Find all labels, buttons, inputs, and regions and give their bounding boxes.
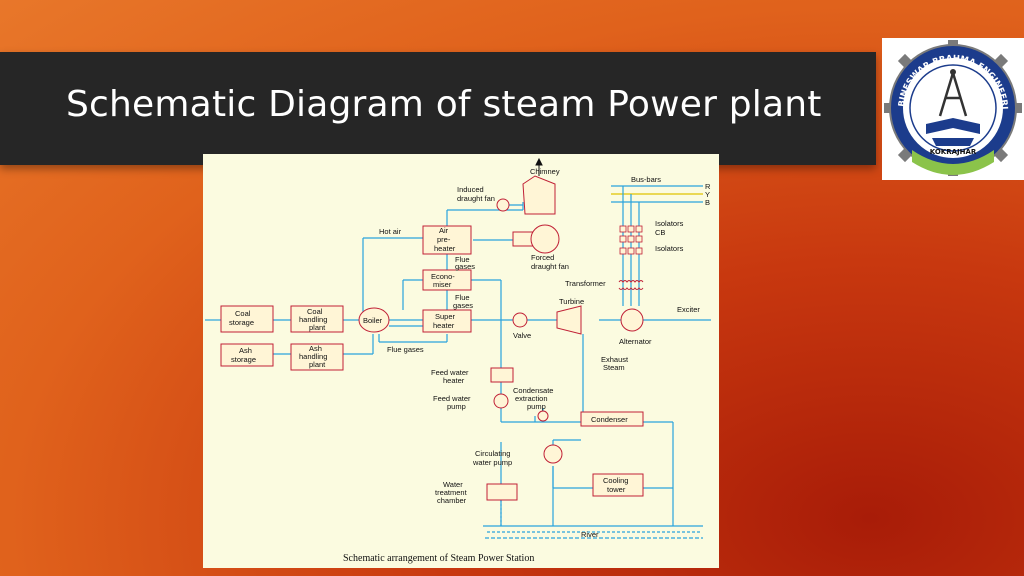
- boiler-shape: [358, 307, 390, 333]
- label-flue-2b: gases: [453, 301, 473, 310]
- label-air-1: Air: [439, 226, 449, 235]
- label-wt-1: Water: [443, 480, 463, 489]
- label-forced-1: Forced: [531, 253, 554, 262]
- label-econ-1: Econo-: [431, 272, 455, 281]
- label-cooling-2: tower: [607, 485, 626, 494]
- label-flue-1b: gases: [455, 262, 475, 271]
- label-coal-storage-2: storage: [229, 318, 254, 327]
- slide-title: Schematic Diagram of steam Power plant: [66, 84, 822, 125]
- label-b: B: [705, 198, 710, 207]
- label-econ-2: miser: [433, 280, 452, 289]
- label-exhaust-2: Steam: [603, 363, 625, 372]
- turbine-shape: [556, 305, 582, 335]
- label-wt-3: chamber: [437, 496, 467, 505]
- condensate-pump-shape: [537, 410, 549, 422]
- label-exciter: Exciter: [677, 305, 700, 314]
- label-coal-storage-1: Coal: [235, 309, 251, 318]
- condenser-box: [580, 411, 644, 427]
- label-condenser: Condenser: [591, 415, 628, 424]
- induced-fan-shape: [496, 198, 510, 212]
- label-fw-pump-1: Feed water: [433, 394, 471, 403]
- label-fw-pump-2: pump: [447, 402, 466, 411]
- label-induced-1: Induced: [457, 185, 484, 194]
- label-air-3: heater: [434, 244, 456, 253]
- label-isolators-cb-2: CB: [655, 228, 665, 237]
- label-flue-2a: Flue: [455, 293, 470, 302]
- label-ash-storage-2: storage: [231, 355, 256, 364]
- alternator-shape: [620, 308, 644, 332]
- ash-handling-box: [290, 343, 344, 371]
- diagram-caption: Schematic arrangement of Steam Power Sta…: [343, 553, 534, 564]
- label-isolators: Isolators: [655, 244, 684, 253]
- schematic-diagram: Chimney Induced draught fan Hot air Air …: [203, 154, 719, 568]
- label-y: Y: [705, 190, 710, 199]
- label-super-2: heater: [433, 321, 455, 330]
- ash-storage-box: [220, 343, 274, 367]
- circulating-pump-shape: [543, 444, 563, 464]
- title-bar: [0, 52, 876, 165]
- label-valve: Valve: [513, 331, 531, 340]
- label-induced-2: draught fan: [457, 194, 495, 203]
- label-flue-1a: Flue: [455, 255, 470, 264]
- label-isolators-cb-1: Isolators: [655, 219, 684, 228]
- label-chimney: Chimney: [530, 167, 560, 176]
- label-cooling-1: Cooling: [603, 476, 628, 485]
- logo-place: KOKRAJHAR: [930, 148, 977, 156]
- label-coal-handling-3: plant: [309, 323, 326, 332]
- coal-handling-box: [290, 305, 344, 333]
- feed-water-heater-box: [490, 367, 514, 383]
- valve-shape: [512, 312, 528, 328]
- feed-water-pump-shape: [493, 393, 509, 409]
- label-circ-2: water pump: [472, 458, 512, 467]
- label-cond-pump-1: Condensate: [513, 386, 553, 395]
- coal-storage-box: [220, 305, 274, 333]
- label-fw-heater-1: Feed water: [431, 368, 469, 377]
- label-river: River: [581, 530, 599, 539]
- cooling-tower-box: [592, 473, 644, 497]
- label-coal-handling-2: handling: [299, 315, 327, 324]
- label-ash-handling-2: handling: [299, 352, 327, 361]
- label-super-1: Super: [435, 312, 456, 321]
- label-boiler: Boiler: [363, 316, 383, 325]
- label-hot-air: Hot air: [379, 227, 402, 236]
- label-ash-handling-1: Ash: [309, 344, 322, 353]
- label-circ-1: Circulating: [475, 449, 510, 458]
- label-exhaust-1: Exhaust: [601, 355, 629, 364]
- label-transformer: Transformer: [565, 279, 606, 288]
- water-treatment-box: [486, 483, 518, 501]
- label-fw-heater-2: heater: [443, 376, 465, 385]
- economiser-box: [422, 269, 472, 291]
- label-turbine: Turbine: [559, 297, 584, 306]
- label-cond-pump-3: pump: [527, 402, 546, 411]
- forced-fan-shape: [530, 224, 560, 254]
- label-forced-2: draught fan: [531, 262, 569, 271]
- label-cond-pump-2: extraction: [515, 394, 548, 403]
- label-air-2: pre-: [437, 235, 451, 244]
- label-r: R: [705, 182, 711, 191]
- college-logo: BINESWAR BRAHMA ENGINEERING COLLEGE KOKR…: [878, 31, 1024, 180]
- label-ash-storage-1: Ash: [239, 346, 252, 355]
- superheater-box: [422, 309, 472, 333]
- label-bus-bars: Bus-bars: [631, 175, 661, 184]
- label-alternator: Alternator: [619, 337, 652, 346]
- label-flue-gases: Flue gases: [387, 345, 424, 354]
- label-coal-handling-1: Coal: [307, 307, 323, 316]
- chimney-shape: [522, 175, 556, 215]
- label-ash-handling-3: plant: [309, 360, 326, 369]
- label-wt-2: treatment: [435, 488, 468, 497]
- air-preheater-box: [422, 225, 472, 255]
